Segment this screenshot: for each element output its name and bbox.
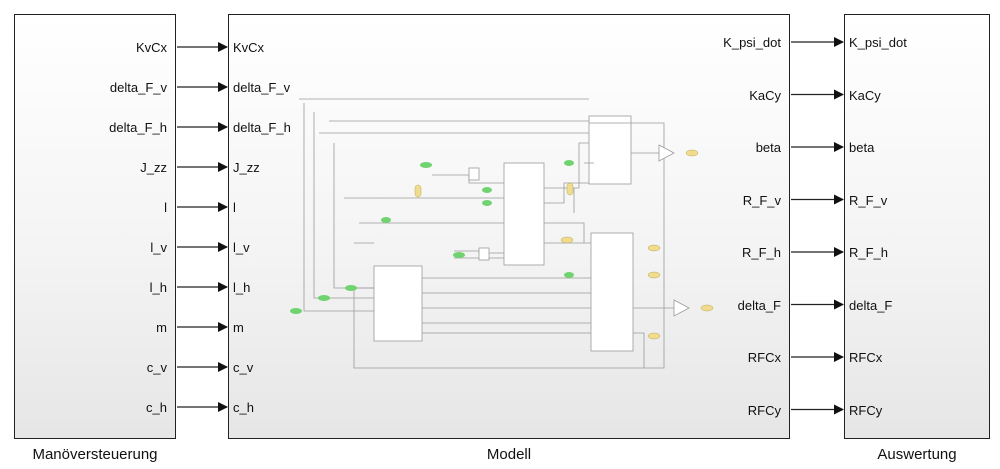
inner-block-reifen — [503, 162, 545, 266]
left-port-6: l_h — [149, 280, 167, 295]
middle-in-port-3: J_zz — [233, 160, 260, 175]
left-port-8: c_v — [146, 360, 167, 375]
block-title-auswertung: Auswertung — [877, 446, 957, 463]
from-tag — [685, 149, 699, 157]
right-in-port-4: R_F_h — [849, 245, 889, 260]
left-port-5: l_v — [150, 240, 167, 255]
from-tag — [560, 236, 574, 244]
right-in-port-7: RFCy — [849, 402, 883, 418]
inner-block-gierdynamik — [588, 115, 632, 185]
middle-out-port-2: beta — [755, 140, 781, 155]
left-port-0: KvCx — [135, 40, 167, 55]
middle-in-port-9: c_h — [233, 400, 254, 415]
left-port-3: J_zz — [140, 160, 167, 175]
goto-tag — [482, 200, 492, 206]
right-in-port-1: KaCy — [849, 87, 881, 103]
from-tag — [647, 271, 661, 279]
middle-out-port-1: KaCy — [749, 87, 781, 103]
left-port-1: delta_F_v — [109, 80, 167, 95]
right-in-port-5: delta_F — [849, 297, 893, 313]
middle-out-port-6: RFCx — [747, 350, 781, 365]
middle-in-port-1: delta_F_v — [233, 80, 291, 95]
inner-block-seitenkraefte — [590, 232, 634, 352]
middle-in-port-0: KvCx — [233, 40, 265, 55]
goto-tag — [290, 308, 302, 314]
from-tag — [566, 182, 574, 196]
middle-in-port-5: l_v — [233, 240, 250, 255]
block-title-modell: Modell — [486, 446, 532, 463]
middle-in-port-2: delta_F_h — [233, 120, 291, 135]
from-tag — [414, 184, 422, 198]
middle-in-port-6: l_h — [233, 280, 251, 295]
middle-in-port-4: l — [233, 200, 236, 215]
goto-tag — [345, 285, 357, 291]
left-port-4: l — [164, 200, 167, 215]
middle-out-port-0: K_psi_dot — [723, 35, 781, 50]
goto-tag — [564, 160, 574, 166]
block-title-manoeversteuerung: Manöversteuerung — [32, 446, 158, 463]
left-port-7: m — [156, 320, 167, 335]
goto-tag — [318, 295, 330, 301]
right-in-port-2: beta — [849, 140, 875, 155]
goto-tag — [381, 217, 391, 223]
left-port-2: delta_F_h — [109, 120, 167, 135]
from-tag — [647, 244, 661, 252]
inner-block-bewertung — [373, 265, 423, 342]
middle-out-port-7: RFCy — [747, 402, 781, 418]
middle-out-port-5: delta_F — [737, 297, 781, 313]
from-tag — [700, 304, 714, 312]
right-in-port-0: K_psi_dot — [849, 35, 907, 50]
right-in-port-3: R_F_v — [849, 192, 888, 208]
goto-tag — [482, 187, 492, 193]
right-in-port-6: RFCx — [849, 350, 883, 365]
from-tag — [647, 332, 661, 340]
goto-tag — [564, 272, 574, 278]
goto-tag — [453, 252, 465, 258]
left-port-9: c_h — [146, 400, 167, 415]
goto-tag — [420, 162, 432, 168]
subsystem-preview — [290, 98, 714, 369]
middle-in-port-8: c_v — [233, 360, 254, 375]
middle-out-port-4: R_F_h — [741, 245, 781, 260]
middle-in-port-7: m — [233, 320, 244, 335]
middle-out-port-3: R_F_v — [742, 192, 781, 208]
